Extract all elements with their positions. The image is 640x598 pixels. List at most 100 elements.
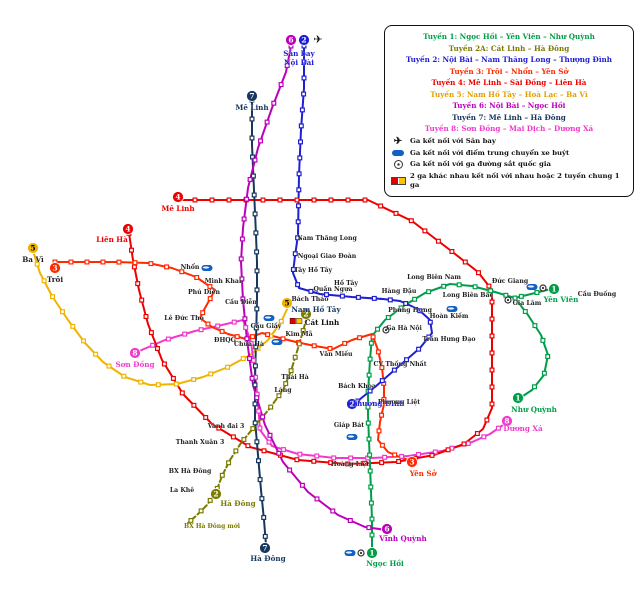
station-label: Bách Khoa <box>338 383 376 390</box>
station-tick <box>261 448 267 454</box>
station-tick <box>278 318 284 324</box>
svg-text:4: 4 <box>125 225 130 234</box>
station-tick <box>200 310 206 316</box>
legend-line-item: Tuyến 7: Mê Linh – Hà Đông <box>452 112 566 122</box>
station-tick <box>398 305 404 311</box>
svg-text:✈: ✈ <box>313 33 322 46</box>
station-tick <box>379 442 385 448</box>
station-tick <box>284 63 290 69</box>
legend-note-label: 2 ga khác nhau kết nối với nhau hoặc 2 t… <box>410 171 620 190</box>
station-tick <box>254 249 260 255</box>
station-tick <box>301 59 307 65</box>
station-tick <box>276 450 282 456</box>
station-tick <box>155 346 161 352</box>
station-tick <box>365 420 371 426</box>
station-ticks-7 <box>249 97 268 539</box>
line-badge-7: 7 <box>259 542 271 554</box>
station-tick <box>441 283 447 289</box>
station-tick <box>254 306 260 312</box>
airplane-icon: ✈ <box>313 33 322 46</box>
station-tick <box>376 428 382 434</box>
station-tick <box>489 367 495 373</box>
station-tick <box>252 382 258 388</box>
metro-line-7 <box>251 99 267 546</box>
station-tick <box>481 434 487 440</box>
station-tick <box>311 197 317 203</box>
station-tick <box>375 349 381 355</box>
station-label: Liên Hà <box>96 235 128 244</box>
station-label: CV Thống Nhất <box>373 361 426 368</box>
station-tick <box>301 91 307 97</box>
station-tick <box>472 284 478 290</box>
station-tick <box>368 500 374 506</box>
station-label: Như Quỳnh <box>511 405 557 414</box>
station-tick <box>254 268 260 274</box>
station-tick <box>252 401 258 407</box>
station-tick <box>545 354 551 360</box>
station-tick <box>456 282 462 288</box>
svg-text:7: 7 <box>262 544 267 553</box>
station-tick <box>311 343 317 349</box>
metro-line-5 <box>32 250 290 386</box>
station-tick <box>249 375 255 381</box>
station-ticks-3 <box>52 259 413 463</box>
station-tick <box>241 216 247 222</box>
legend-line-item: Tuyến 2A: Cát Linh – Hà Đông <box>448 43 570 53</box>
line-badge-2: 2 <box>346 398 358 410</box>
bus-icon <box>346 434 358 440</box>
station-tick <box>367 452 373 458</box>
station-tick <box>247 356 253 362</box>
station-label: Mê Linh <box>161 204 195 213</box>
station-label: Cầu Giấy <box>251 322 282 330</box>
rail-icon <box>382 326 390 334</box>
station-tick <box>295 235 301 241</box>
station-tick <box>328 460 334 466</box>
station-tick <box>261 514 267 520</box>
station-tick <box>345 197 351 203</box>
station-tick <box>348 455 354 461</box>
station-tick <box>205 321 211 327</box>
legend-line-item: Tuyến 6: Nội Bài – Ngọc Hồi <box>452 101 566 110</box>
station-tick <box>240 296 246 302</box>
station-tick <box>532 323 538 329</box>
rail-icon <box>539 284 547 292</box>
station-tick <box>268 404 274 410</box>
station-tick <box>251 357 257 363</box>
station-tick <box>355 294 361 300</box>
station-tick <box>247 177 253 183</box>
legend-line-item: Tuyến 1: Ngọc Hồi – Yên Viên – Như Quỳnh <box>423 32 595 41</box>
station-label: Lê Đức Thọ <box>164 315 204 322</box>
station-label: Sân bay <box>283 49 315 58</box>
station-tick <box>253 344 259 350</box>
station-label: Gia Lâm <box>513 300 542 307</box>
station-tick <box>367 468 373 474</box>
svg-text:5: 5 <box>30 244 35 253</box>
svg-text:2: 2 <box>213 490 218 499</box>
station-tick <box>296 187 302 193</box>
station-tick <box>379 412 385 418</box>
station-label: Tây Hồ Tây <box>294 266 333 274</box>
bus-icon <box>446 306 458 312</box>
station-tick <box>408 218 414 224</box>
station-tick <box>257 477 263 483</box>
station-tick <box>379 365 385 371</box>
station-label: Bách Thảo <box>292 296 329 303</box>
station-tick <box>278 82 284 88</box>
station-tick <box>266 439 272 445</box>
station-tick <box>259 496 265 502</box>
station-tick <box>489 316 495 322</box>
station-tick <box>253 325 259 331</box>
station-tick <box>116 259 122 265</box>
metro-line-3 <box>54 261 413 462</box>
station-tick <box>254 439 260 445</box>
station-label: Thái Hà <box>281 374 308 381</box>
legend-line-item: Tuyến 4: Mê Linh – Sài Đồng – Liên Hà <box>431 78 587 87</box>
station-tick <box>132 260 138 266</box>
station-label: Láng <box>274 387 292 394</box>
station-tick <box>198 327 204 333</box>
station-tick <box>265 332 271 338</box>
station-tick <box>250 426 256 432</box>
station-tick <box>194 275 200 281</box>
station-tick <box>267 432 273 438</box>
